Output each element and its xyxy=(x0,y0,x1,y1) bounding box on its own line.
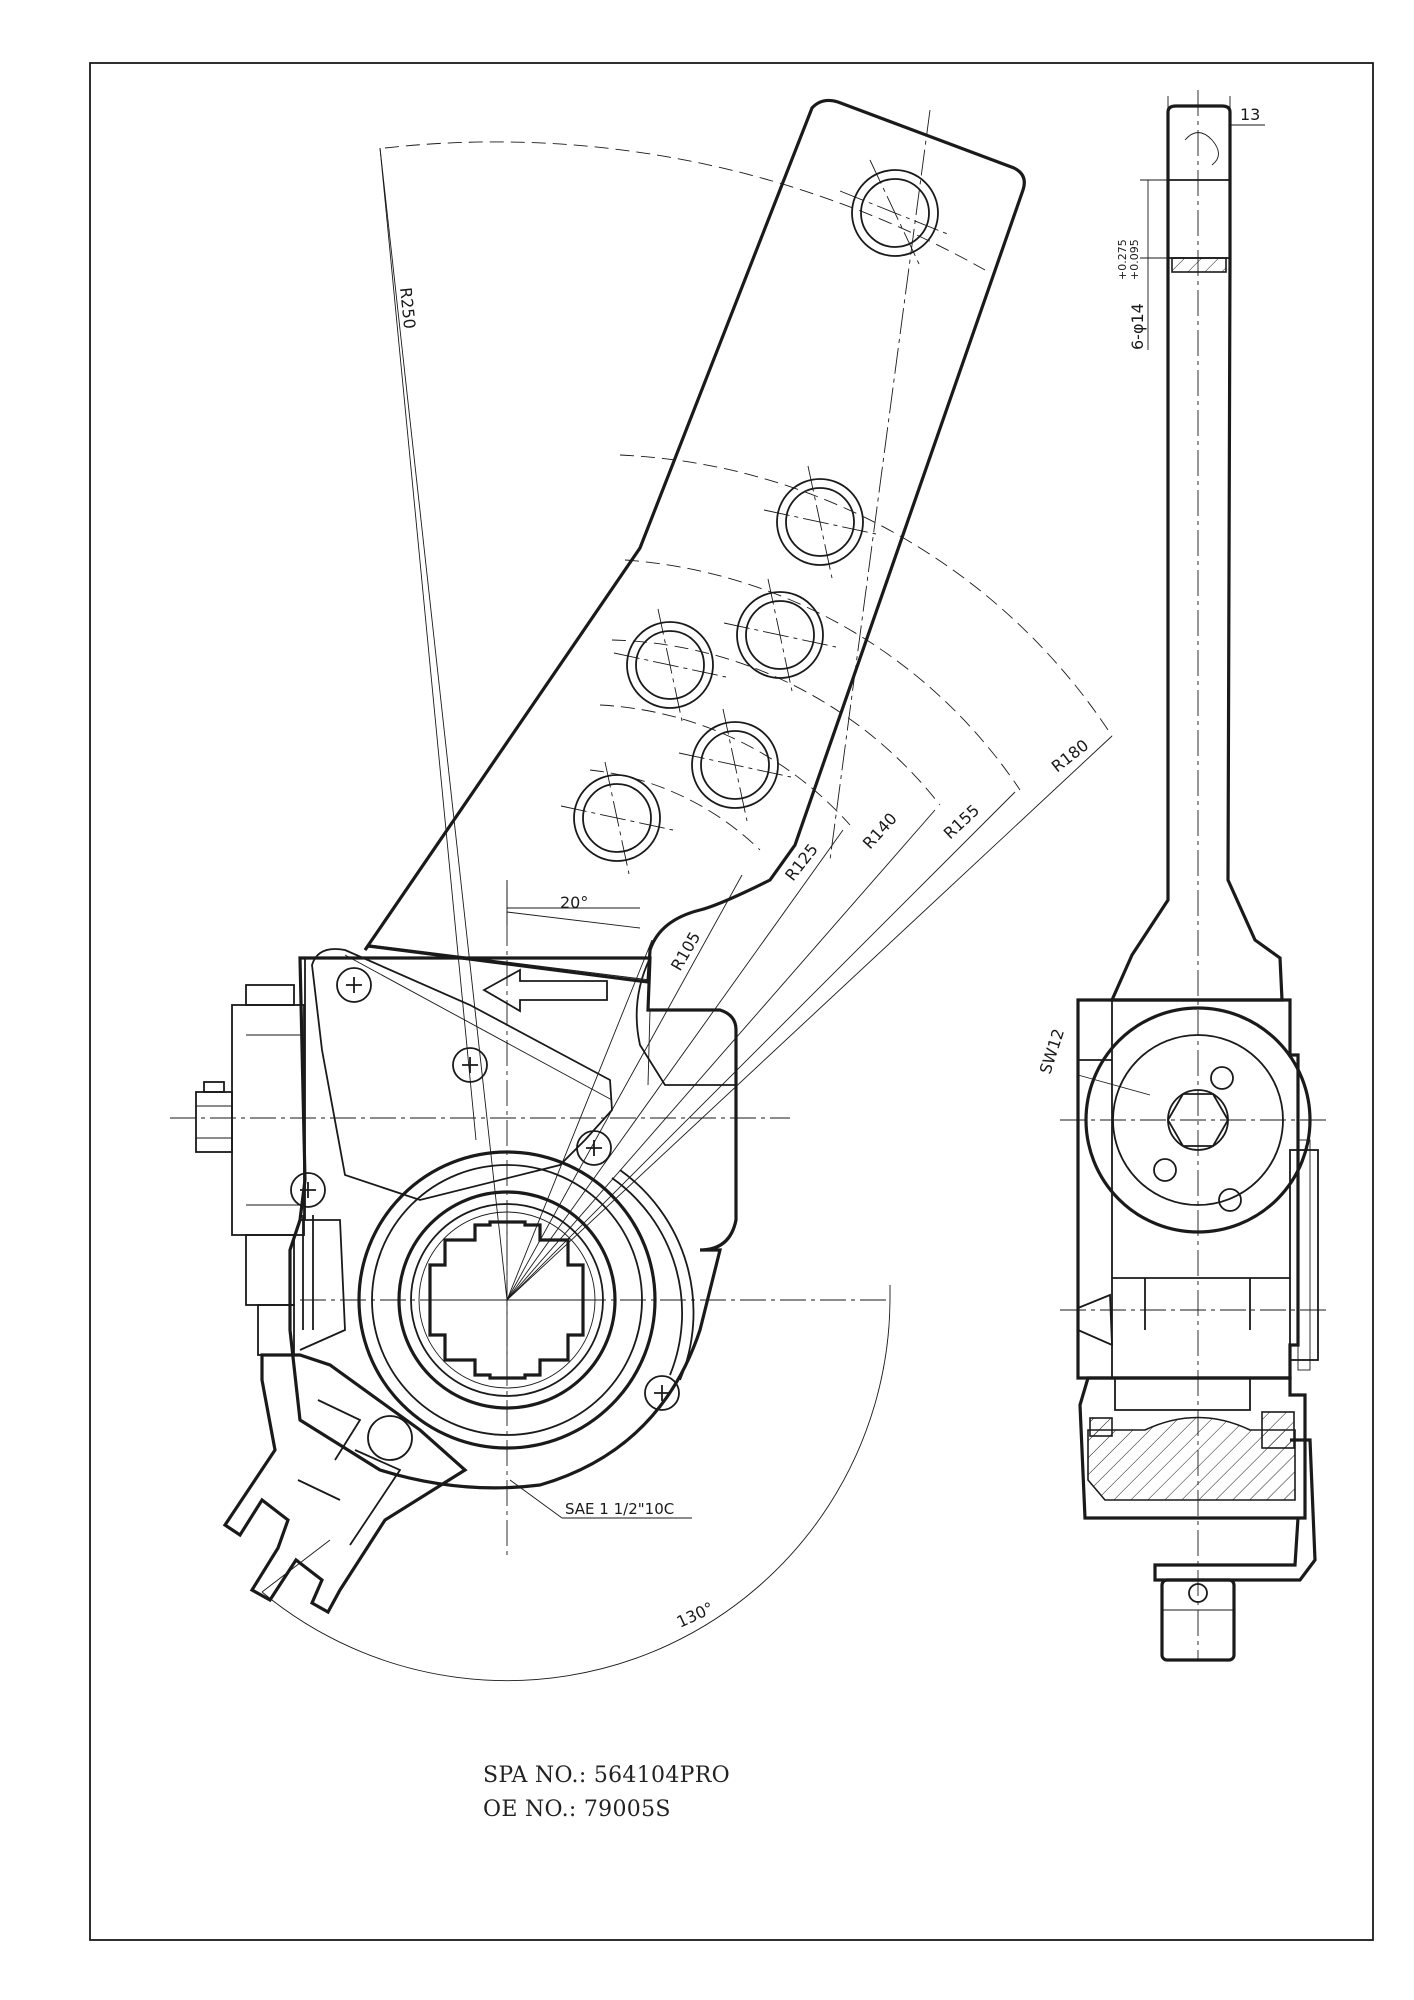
dim-r105: R105 xyxy=(667,928,704,974)
dim-wrench: SW12 xyxy=(1036,1026,1068,1076)
hole-row3 xyxy=(613,608,727,722)
worm-cover xyxy=(231,984,305,1356)
screw-2 xyxy=(452,1047,488,1083)
dim-r250: R250 xyxy=(396,286,419,329)
side-pin xyxy=(1160,1578,1236,1662)
slot-left xyxy=(302,1215,314,1330)
dim-angle-130: 130° xyxy=(674,1598,717,1632)
dim-holes: 6-φ14 xyxy=(1128,303,1147,350)
dim-r140: R140 xyxy=(859,809,901,853)
hole-row2 xyxy=(723,578,837,692)
cover-plate xyxy=(311,948,613,1201)
hole-row4 xyxy=(678,708,792,822)
screw-1 xyxy=(336,967,372,1003)
front-view: R250 R180 R155 R140 R125 R105 20° xyxy=(170,98,1113,1682)
oe-number: OE NO.: 79005S xyxy=(483,1797,671,1822)
dim-angle-20: 20° xyxy=(560,893,588,912)
side-lever xyxy=(1109,104,1284,1002)
screw-4 xyxy=(290,1172,326,1208)
housing-body xyxy=(288,956,738,1490)
dim-r180: R180 xyxy=(1048,736,1093,777)
hole-row5 xyxy=(560,761,674,875)
lever-holes xyxy=(560,159,951,875)
side-lower-body xyxy=(1078,1376,1307,1520)
side-view: 13 6-φ14 +0.275 +0.095 SW12 xyxy=(1036,90,1330,1662)
dim-r125: R125 xyxy=(781,840,822,885)
side-adjuster xyxy=(1060,1006,1330,1234)
dim-tol-upper: +0.275 xyxy=(1116,239,1129,280)
screw-3 xyxy=(576,1130,612,1166)
bracket-pin xyxy=(367,1415,413,1461)
dim-r155: R155 xyxy=(940,801,983,843)
drawing-border xyxy=(89,62,1374,1941)
spa-number: SPA NO.: 564104PRO xyxy=(483,1763,730,1788)
hole-row1 xyxy=(763,465,877,579)
radius-construction-lines xyxy=(170,109,1113,1560)
screws xyxy=(290,967,680,1411)
worm-gear xyxy=(357,1150,657,1450)
adjuster-bolt xyxy=(195,1081,233,1153)
lever-arm xyxy=(363,98,1026,984)
slot-arc xyxy=(611,1169,695,1381)
direction-arrow xyxy=(482,968,608,1013)
hole-top xyxy=(839,159,951,267)
screw-5 xyxy=(644,1375,680,1411)
dim-tol-lower: +0.095 xyxy=(1128,239,1141,280)
bracket xyxy=(222,1353,468,1615)
dim-width-13: 13 xyxy=(1240,105,1260,124)
dim-spline: SAE 1 1/2"10C xyxy=(565,1500,674,1518)
spline-hub xyxy=(428,1220,585,1380)
